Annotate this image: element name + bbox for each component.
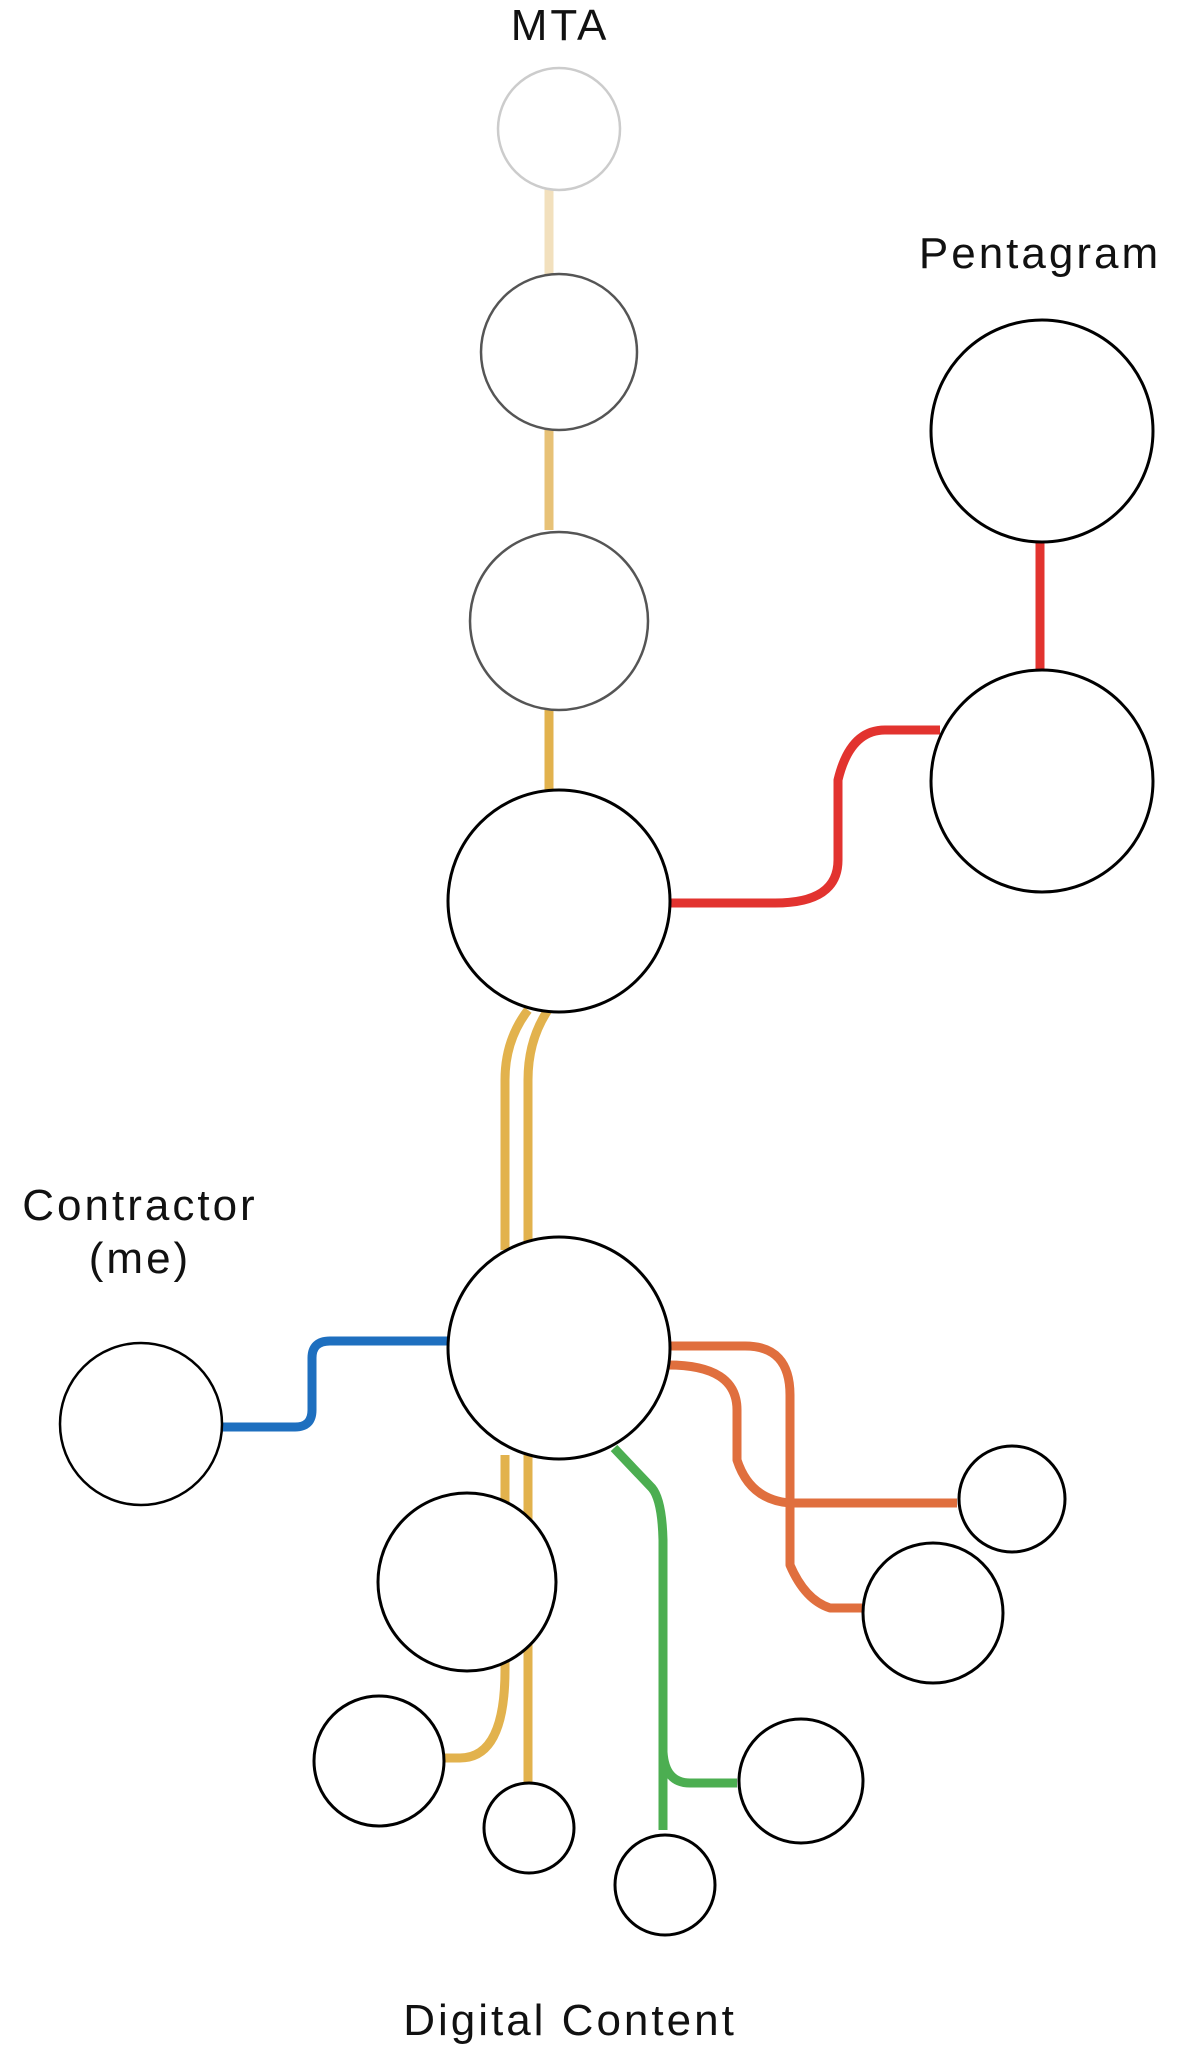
pentagram-connector [668, 725, 940, 908]
digital-content-hub-node [446, 1235, 672, 1461]
mta-label: MTA [510, 1, 610, 50]
digital-node-right-small [957, 1444, 1067, 1554]
digital-to-right-lower-line [668, 1341, 862, 1613]
digital-node-green-bottom [613, 1833, 717, 1937]
digital-node-right-mid [861, 1541, 1005, 1685]
mta-node-top [496, 66, 622, 192]
digital-node-left-bottom [312, 1694, 446, 1828]
digital-content-label: Digital Content [403, 1996, 737, 2045]
pentagram-node-main [929, 668, 1155, 894]
digital-to-left-bottom-line [440, 1455, 510, 1763]
pentagram-node-top [929, 318, 1155, 544]
mta-to-digital-line-b [523, 1007, 552, 1250]
pentagram-label: Pentagram [918, 229, 1162, 278]
mta-to-digital-line-a [500, 1007, 532, 1250]
digital-to-right-upper-line [667, 1360, 957, 1508]
contractor-connector [222, 1336, 448, 1432]
digital-node-left-large [376, 1491, 558, 1673]
contractor-label-line2: (me) [88, 1233, 192, 1283]
digital-to-green-line [610, 1444, 668, 1830]
mta-node-2 [479, 272, 639, 432]
green-branch-line [658, 1751, 737, 1788]
digital-node-small-bottom [482, 1781, 576, 1875]
mta-node-3 [468, 530, 650, 712]
mta-node-main [446, 788, 672, 1014]
contractor-node [58, 1341, 224, 1507]
digital-node-green-right [737, 1717, 865, 1845]
contractor-label: Contractor (me) [0, 1180, 280, 1286]
contractor-label-line1: Contractor [22, 1181, 258, 1230]
